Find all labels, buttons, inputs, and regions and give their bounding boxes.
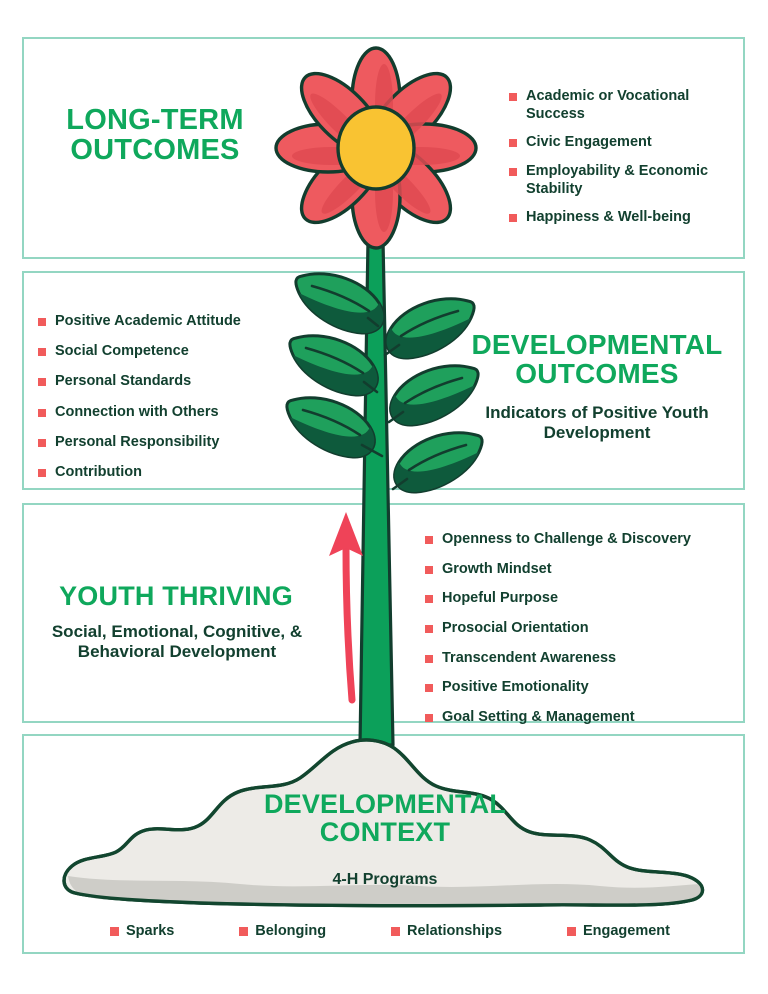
bullet-square-icon <box>509 93 517 101</box>
list-item: Hopeful Purpose <box>425 590 735 608</box>
bullet-square-icon <box>425 654 433 663</box>
list-item: Connection with Others <box>38 404 288 422</box>
youth-thriving-subtitle: Social, Emotional, Cognitive, & Behavior… <box>51 622 303 662</box>
bullet-square-icon <box>566 926 576 936</box>
list-item: Positive Academic Attitude <box>38 313 288 331</box>
youth-thriving-list: Openness to Challenge & Discovery Growth… <box>425 531 735 739</box>
bullet-square-icon <box>38 348 46 357</box>
bullet-square-icon <box>38 378 46 387</box>
developmental-outcomes-title-line1: DEVELOPMENTAL <box>471 329 723 360</box>
list-item: Positive Emotionality <box>425 679 735 697</box>
youth-thriving-title: YOUTH THRIVING <box>59 581 293 611</box>
list-item-label: Positive Emotionality <box>442 679 589 696</box>
bullet-square-icon <box>425 565 433 574</box>
long-term-outcomes-list: Academic or Vocational Success Civic Eng… <box>509 88 729 238</box>
bullet-square-icon <box>425 625 433 634</box>
list-item-label: Personal Standards <box>55 373 192 390</box>
developmental-outcomes-subtitle: Indicators of Positive Youth Development <box>485 403 709 443</box>
developmental-context-title-line1: DEVELOPMENTAL <box>263 789 507 819</box>
bullet-square-icon <box>110 926 119 936</box>
bullet-square-icon <box>509 139 517 148</box>
list-item-label: Growth Mindset <box>442 560 552 577</box>
context-tag-label: Belonging <box>255 923 327 939</box>
context-tag: Relationships <box>391 923 502 939</box>
bullet-square-icon <box>425 595 433 604</box>
bullet-square-icon <box>38 318 46 326</box>
list-item-label: Contribution <box>55 463 142 480</box>
context-tag-label: Sparks <box>126 923 175 939</box>
developmental-context-title: DEVELOPMENTAL CONTEXT <box>230 790 540 847</box>
list-item-label: Prosocial Orientation <box>442 620 589 637</box>
list-item-label: Hopeful Purpose <box>442 590 559 607</box>
bullet-square-icon <box>38 468 46 477</box>
bullet-square-icon <box>38 408 46 417</box>
context-tag-label: Relationships <box>407 923 503 939</box>
bullet-square-icon <box>509 168 517 177</box>
long-term-outcomes-title: LONG-TERM OUTCOMES <box>30 105 280 166</box>
list-item: Social Competence <box>38 343 288 361</box>
list-item-label: Happiness & Well-being <box>526 209 691 226</box>
list-item: Prosocial Orientation <box>425 620 735 638</box>
list-item: Civic Engagement <box>509 134 729 152</box>
list-item: Contribution <box>38 464 288 482</box>
list-item: Personal Standards <box>38 373 288 391</box>
bullet-square-icon <box>425 684 433 693</box>
developmental-context-tag-row: Sparks Belonging Relationships Engagemen… <box>110 923 670 939</box>
list-item-label: Civic Engagement <box>526 134 652 151</box>
list-item-label: Positive Academic Attitude <box>55 313 241 329</box>
bullet-square-icon <box>425 536 433 544</box>
long-term-outcomes-title-line1: LONG-TERM <box>66 104 244 136</box>
bullet-square-icon <box>425 714 433 723</box>
context-tag: Sparks <box>110 923 174 939</box>
list-item-label: Transcendent Awareness <box>442 649 617 666</box>
list-item-label: Employability & Economic Stability <box>526 163 709 197</box>
list-item-label: Goal Setting & Management <box>442 709 635 726</box>
developmental-outcomes-list: Positive Academic Attitude Social Compet… <box>38 313 288 494</box>
developmental-outcomes-title: DEVELOPMENTAL OUTCOMES <box>452 330 742 389</box>
list-item: Happiness & Well-being <box>509 209 729 227</box>
list-item: Personal Responsibility <box>38 434 288 452</box>
developmental-context-title-line2: CONTEXT <box>319 817 451 848</box>
list-item-label: Social Competence <box>55 343 189 360</box>
developmental-context-subtitle: 4-H Programs <box>332 871 438 888</box>
list-item-label: Academic or Vocational Success <box>526 88 690 122</box>
bullet-square-icon <box>38 438 46 447</box>
long-term-outcomes-title-line2: OUTCOMES <box>70 134 240 167</box>
list-item-label: Personal Responsibility <box>55 433 220 450</box>
context-tag: Belonging <box>239 923 326 939</box>
list-item: Growth Mindset <box>425 561 735 579</box>
bullet-square-icon <box>509 214 517 223</box>
list-item: Openness to Challenge & Discovery <box>425 531 735 549</box>
context-tag-label: Engagement <box>582 923 670 939</box>
list-item-label: Openness to Challenge & Discovery <box>442 531 691 547</box>
list-item: Academic or Vocational Success <box>509 88 729 123</box>
bullet-square-icon <box>239 926 249 936</box>
bullet-square-icon <box>391 926 401 936</box>
context-tag: Engagement <box>566 923 670 939</box>
list-item: Employability & Economic Stability <box>509 163 729 198</box>
list-item: Transcendent Awareness <box>425 650 735 668</box>
list-item: Goal Setting & Management <box>425 709 735 727</box>
list-item-label: Connection with Others <box>55 403 219 420</box>
developmental-outcomes-title-line2: OUTCOMES <box>515 358 679 390</box>
